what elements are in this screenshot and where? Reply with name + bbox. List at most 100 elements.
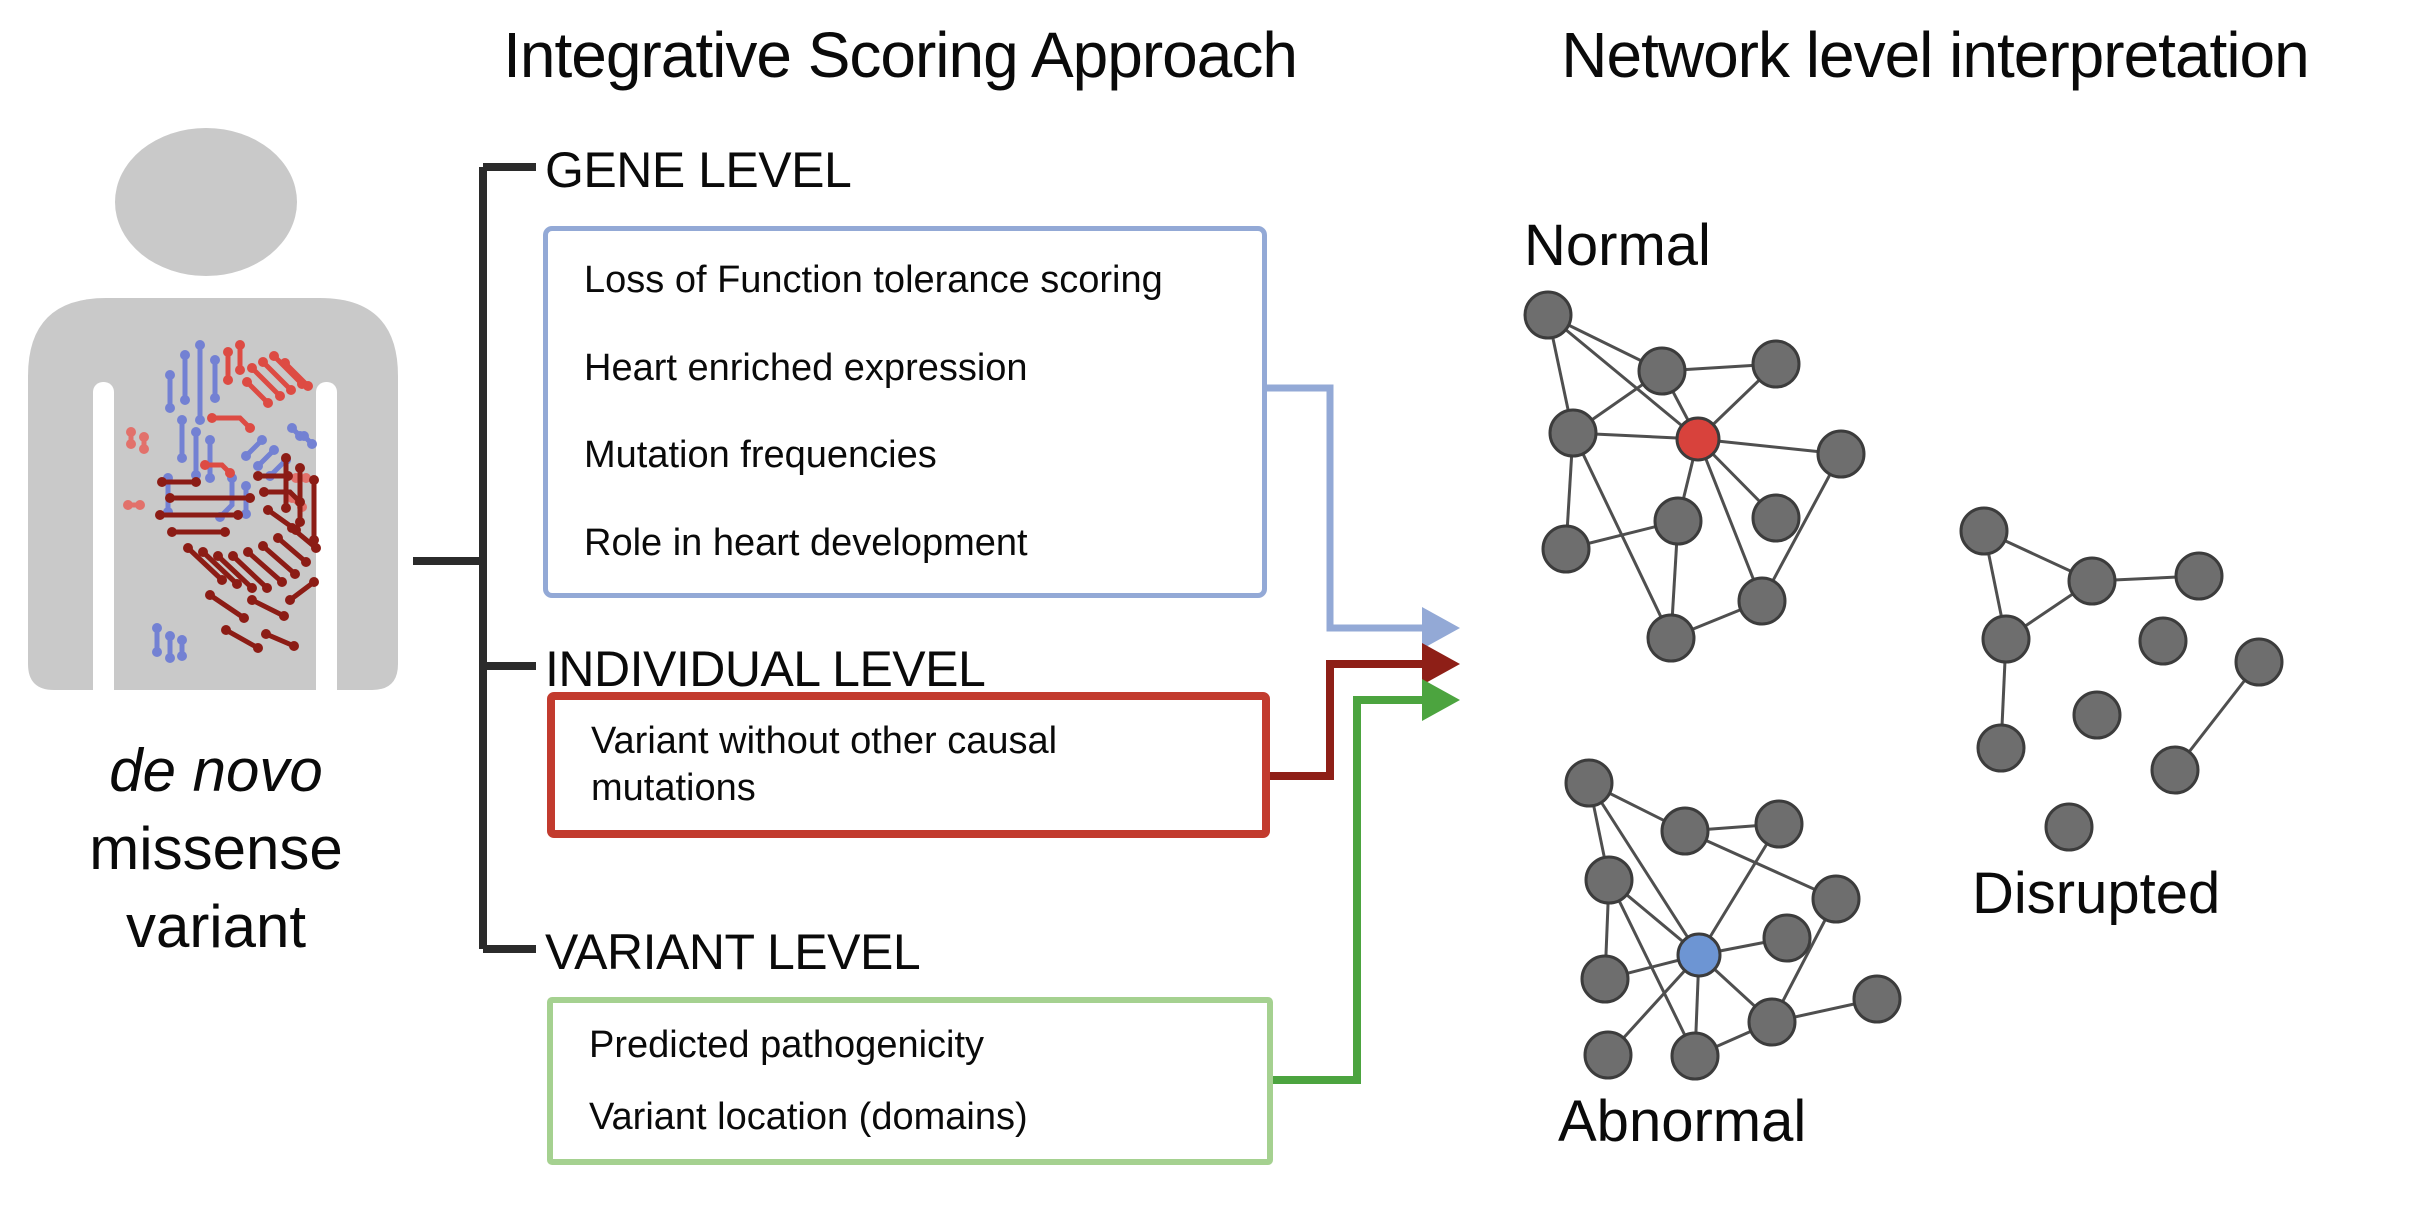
heart-trace-dot <box>165 653 175 663</box>
gene-item-heart-development: Role in heart development <box>584 521 1028 564</box>
network-node <box>1646 613 1696 663</box>
individual-level-heading: INDIVIDUAL LEVEL <box>545 641 986 697</box>
network-node <box>1737 576 1787 626</box>
heart-trace-dot <box>257 435 267 445</box>
heart-trace-dot <box>287 423 297 433</box>
heart-trace <box>249 365 283 399</box>
variant-level-box: Predicted pathogenicity Variant location… <box>547 997 1273 1165</box>
network-abnormal <box>1564 758 1902 1081</box>
heart-trace-dot <box>275 391 285 401</box>
network-node <box>2044 802 2094 852</box>
heart-trace-dot <box>263 505 273 515</box>
heart-trace-dot <box>207 413 217 423</box>
heart-trace-dot <box>126 439 136 449</box>
heart-trace-dot <box>135 500 145 510</box>
network-node <box>1660 806 1710 856</box>
de-novo-variant-label: de novo missense variant <box>0 732 432 966</box>
missense-line: missense <box>89 815 343 882</box>
network-label-normal: Normal <box>1524 213 1711 278</box>
heart-trace-dot <box>223 375 233 385</box>
heart-trace <box>230 553 270 591</box>
heart-trace-dot <box>290 569 300 579</box>
heart-trace-dot <box>261 629 271 639</box>
heart-trace-dot <box>180 350 190 360</box>
network-node <box>1762 913 1812 963</box>
network-label-abnormal: Abnormal <box>1558 1089 1807 1154</box>
heart-trace-dot <box>155 510 165 520</box>
heart-trace-dot <box>295 463 305 473</box>
variant-item-pathogenicity: Predicted pathogenicity <box>589 1023 985 1066</box>
variant-level-heading: VARIANT LEVEL <box>545 924 921 980</box>
heart-trace-dot <box>213 551 223 561</box>
heart-trace-dot <box>269 445 279 455</box>
heart-trace-dot <box>210 355 220 365</box>
heart-trace-dot <box>309 475 319 485</box>
heart-trace-dot <box>262 583 272 593</box>
network-node <box>1548 408 1598 458</box>
heart-trace-dot <box>247 363 257 373</box>
heart-trace <box>207 592 247 621</box>
heart-trace <box>249 597 287 619</box>
network-node <box>1751 339 1801 389</box>
bracket-connector <box>413 163 536 953</box>
gene-arrow <box>1267 384 1460 649</box>
network-node <box>1976 723 2026 773</box>
heart-trace-dot <box>220 527 230 537</box>
heart-trace <box>282 360 311 389</box>
person-head <box>115 128 297 276</box>
heart-trace <box>185 545 225 583</box>
heart-trace-dot <box>286 385 296 395</box>
heart-trace-dot <box>191 477 201 487</box>
gene-item-mutation-frequencies: Mutation frequencies <box>584 434 937 477</box>
heart-trace-dot <box>191 427 201 437</box>
individual-arrow-line <box>1270 660 1422 780</box>
heart-trace-dot <box>165 370 175 380</box>
network-node <box>1747 997 1797 1047</box>
network-node <box>1541 524 1591 574</box>
heart-trace-dot <box>165 403 175 413</box>
heart-trace-dot <box>195 415 205 425</box>
heart-trace-dot <box>165 631 175 641</box>
individual-arrow-head <box>1422 643 1460 685</box>
heart-trace-dot <box>177 635 187 645</box>
heart-trace-dot <box>301 557 311 567</box>
heart-trace-dot <box>233 510 243 520</box>
heart-trace-dot <box>232 579 242 589</box>
heart-trace-dot <box>253 643 263 653</box>
heart-trace-dot <box>157 477 167 487</box>
variant-arrow-line <box>1273 696 1422 1084</box>
heart-trace-dot <box>259 487 269 497</box>
heart-trace-dot <box>247 595 257 605</box>
heart-trace-dot <box>287 523 297 533</box>
network-node <box>1580 954 1630 1004</box>
heart-trace-dot <box>235 365 245 375</box>
heart-trace-dot <box>253 471 263 481</box>
heart-trace-dot <box>241 509 251 519</box>
heart-trace-dot <box>221 625 231 635</box>
heart-trace-dot <box>243 547 253 557</box>
network-node <box>2150 745 2200 795</box>
individual-level-box: Variant without other causal mutations <box>547 692 1270 838</box>
network-node <box>2174 551 2224 601</box>
gene-arrow-line <box>1267 384 1422 632</box>
heart-trace-dot <box>126 427 136 437</box>
heart-trace-dot <box>253 461 263 471</box>
heart-trace-dot <box>241 451 251 461</box>
heart-trace-dot <box>167 527 177 537</box>
heart-trace-dot <box>223 347 233 357</box>
gene-level-heading: GENE LEVEL <box>545 142 852 198</box>
gene-item-heart-expression: Heart enriched expression <box>584 346 1028 389</box>
heart-trace-dot <box>289 641 299 651</box>
network-node <box>2072 690 2122 740</box>
network-node <box>1653 496 1703 546</box>
heart-trace-dot <box>205 473 215 483</box>
gene-item-lof: Loss of Function tolerance scoring <box>584 259 1163 302</box>
network-disrupted <box>1959 506 2284 852</box>
network-node <box>1751 493 1801 543</box>
heart-trace-dot <box>245 423 255 433</box>
network-edge <box>1547 313 1699 441</box>
heart-trace-dot <box>263 398 273 408</box>
individual-item-variant: Variant without other causal mutations <box>591 720 1058 809</box>
gene-arrow-head <box>1422 607 1460 649</box>
